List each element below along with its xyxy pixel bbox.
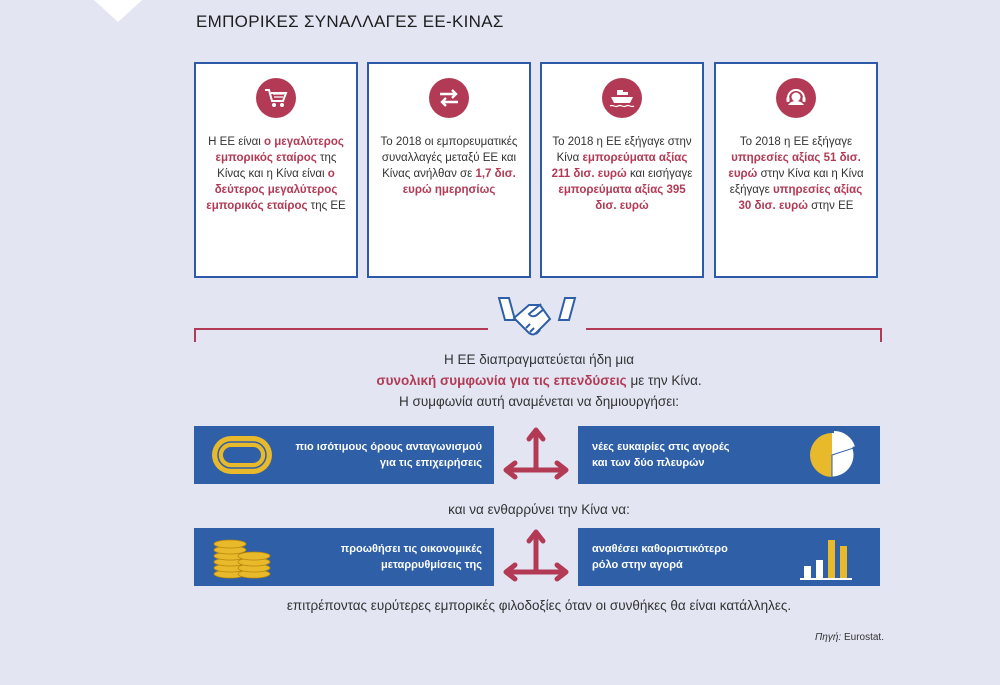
running-track-icon — [212, 436, 272, 474]
connector-line-right-drop — [880, 328, 882, 342]
branch-arrows-icon — [503, 427, 569, 480]
card-text: Το 2018 η ΕΕ εξήγαγε υπηρεσίες αξίας 51 … — [716, 134, 876, 214]
closing-text: επιτρέποντας ευρύτερες εμπορικές φιλοδοξ… — [286, 598, 792, 613]
card-text: Το 2018 η ΕΕ εξήγαγε στην Κίνα εμπορεύμα… — [542, 134, 702, 214]
card-text: Η ΕΕ είναι ο μεγαλύτερος εμπορικός εταίρ… — [196, 134, 356, 214]
negotiation-line-2: συνολική συμφωνία για τις επενδύσεις με … — [196, 373, 882, 388]
card-text-segment: Το 2018 η ΕΕ εξήγαγε στην Κίνα — [552, 136, 692, 164]
negotiation-line-3: Η συμφωνία αυτή αναμένεται να δημιουργήσ… — [398, 394, 680, 409]
source-note: Πηγή: Eurostat. — [815, 632, 884, 643]
highlight-text: ο δεύτερος μεγαλύτερος εμπορικός εταίρος — [206, 168, 338, 212]
card-daily-trade: Το 2018 οι εμπορευματικές συναλλαγές μετ… — [367, 62, 531, 278]
highlight-text: εμπορεύματα αξίας 211 δισ. ευρώ — [551, 152, 688, 180]
card-text-segment: στην ΕΕ — [807, 200, 854, 212]
goal-market-role: αναθέσει καθοριστικότερο ρόλο στην αγορά — [578, 528, 880, 586]
highlight-text: υπηρεσίες αξίας 51 δισ. ευρώ — [728, 152, 861, 180]
benefit-market-opportunities: νέες ευκαιρίες στις αγορές και των δύο π… — [578, 426, 880, 484]
exchange-arrows-icon — [429, 78, 469, 118]
investment-agreement-highlight: συνολική συμφωνία για τις επενδύσεις — [376, 373, 627, 388]
card-text-segment: Το 2018 η ΕΕ εξήγαγε — [739, 136, 853, 148]
card-services-trade: Το 2018 η ΕΕ εξήγαγε υπηρεσίες αξίας 51 … — [714, 62, 878, 278]
headset-person-icon — [776, 78, 816, 118]
connector-line-right — [586, 328, 882, 330]
connector-line-left — [194, 328, 488, 330]
branch-arrows-icon — [503, 529, 569, 582]
goal-text: προωθήσει τις οικονομικές μεταρρυθμίσεις… — [340, 543, 482, 571]
card-text-segment: στην Κίνα και η Κίνα εξήγαγε — [729, 168, 864, 196]
handshake-icon — [497, 297, 577, 336]
card-goods-trade: Το 2018 η ΕΕ εξήγαγε στην Κίνα εμπορεύμα… — [540, 62, 704, 278]
highlight-text: ο μεγαλύτερος εμπορικός εταίρος — [215, 136, 344, 164]
negotiation-line-2-rest: με την Κίνα. — [626, 373, 702, 388]
highlight-text: εμπορεύματα αξίας 395 δισ. ευρώ — [558, 184, 686, 212]
corner-tab — [94, 0, 142, 22]
page-title: ΕΜΠΟΡΙΚΕΣ ΣΥΝΑΛΛΑΓΕΣ ΕΕ-ΚΙΝΑΣ — [196, 12, 504, 31]
highlight-text: 1,7 δισ. ευρώ ημερησίως — [402, 168, 516, 196]
shopping-cart-icon — [256, 78, 296, 118]
benefit-text: πιο ισότιμους όρους ανταγωνισμού για τις… — [295, 441, 482, 469]
card-text-segment: της Κίνας και η Κίνα είναι — [217, 152, 337, 180]
highlight-text: υπηρεσίες αξίας 30 δισ. ευρώ — [738, 184, 863, 212]
card-text-segment: της ΕΕ — [307, 200, 346, 212]
card-text-segment: και εισήγαγε — [626, 168, 693, 180]
coin-stacks-icon — [213, 539, 271, 579]
bar-chart-icon — [800, 540, 852, 580]
card-text-segment: Το 2018 οι εμπορευματικές συναλλαγές μετ… — [380, 136, 518, 180]
connector-line-left-drop — [194, 328, 196, 342]
cargo-ship-icon — [602, 78, 642, 118]
benefit-level-playing-field: πιο ισότιμους όρους ανταγωνισμού για τις… — [194, 426, 494, 484]
benefit-text: νέες ευκαιρίες στις αγορές και των δύο π… — [592, 441, 730, 469]
card-text-segment: Η ΕΕ είναι — [208, 136, 265, 148]
encourage-text: και να ενθαρρύνει την Κίνα να: — [448, 502, 630, 517]
card-text: Το 2018 οι εμπορευματικές συναλλαγές μετ… — [369, 134, 529, 198]
pie-chart-icon — [810, 431, 855, 478]
goal-text: αναθέσει καθοριστικότερο ρόλο στην αγορά — [592, 543, 728, 571]
card-trade-partner: Η ΕΕ είναι ο μεγαλύτερος εμπορικός εταίρ… — [194, 62, 358, 278]
negotiation-line-1: Η ΕΕ διαπραγματεύεται ήδη μια — [443, 352, 635, 367]
goal-economic-reforms: προωθήσει τις οικονομικές μεταρρυθμίσεις… — [194, 528, 494, 586]
